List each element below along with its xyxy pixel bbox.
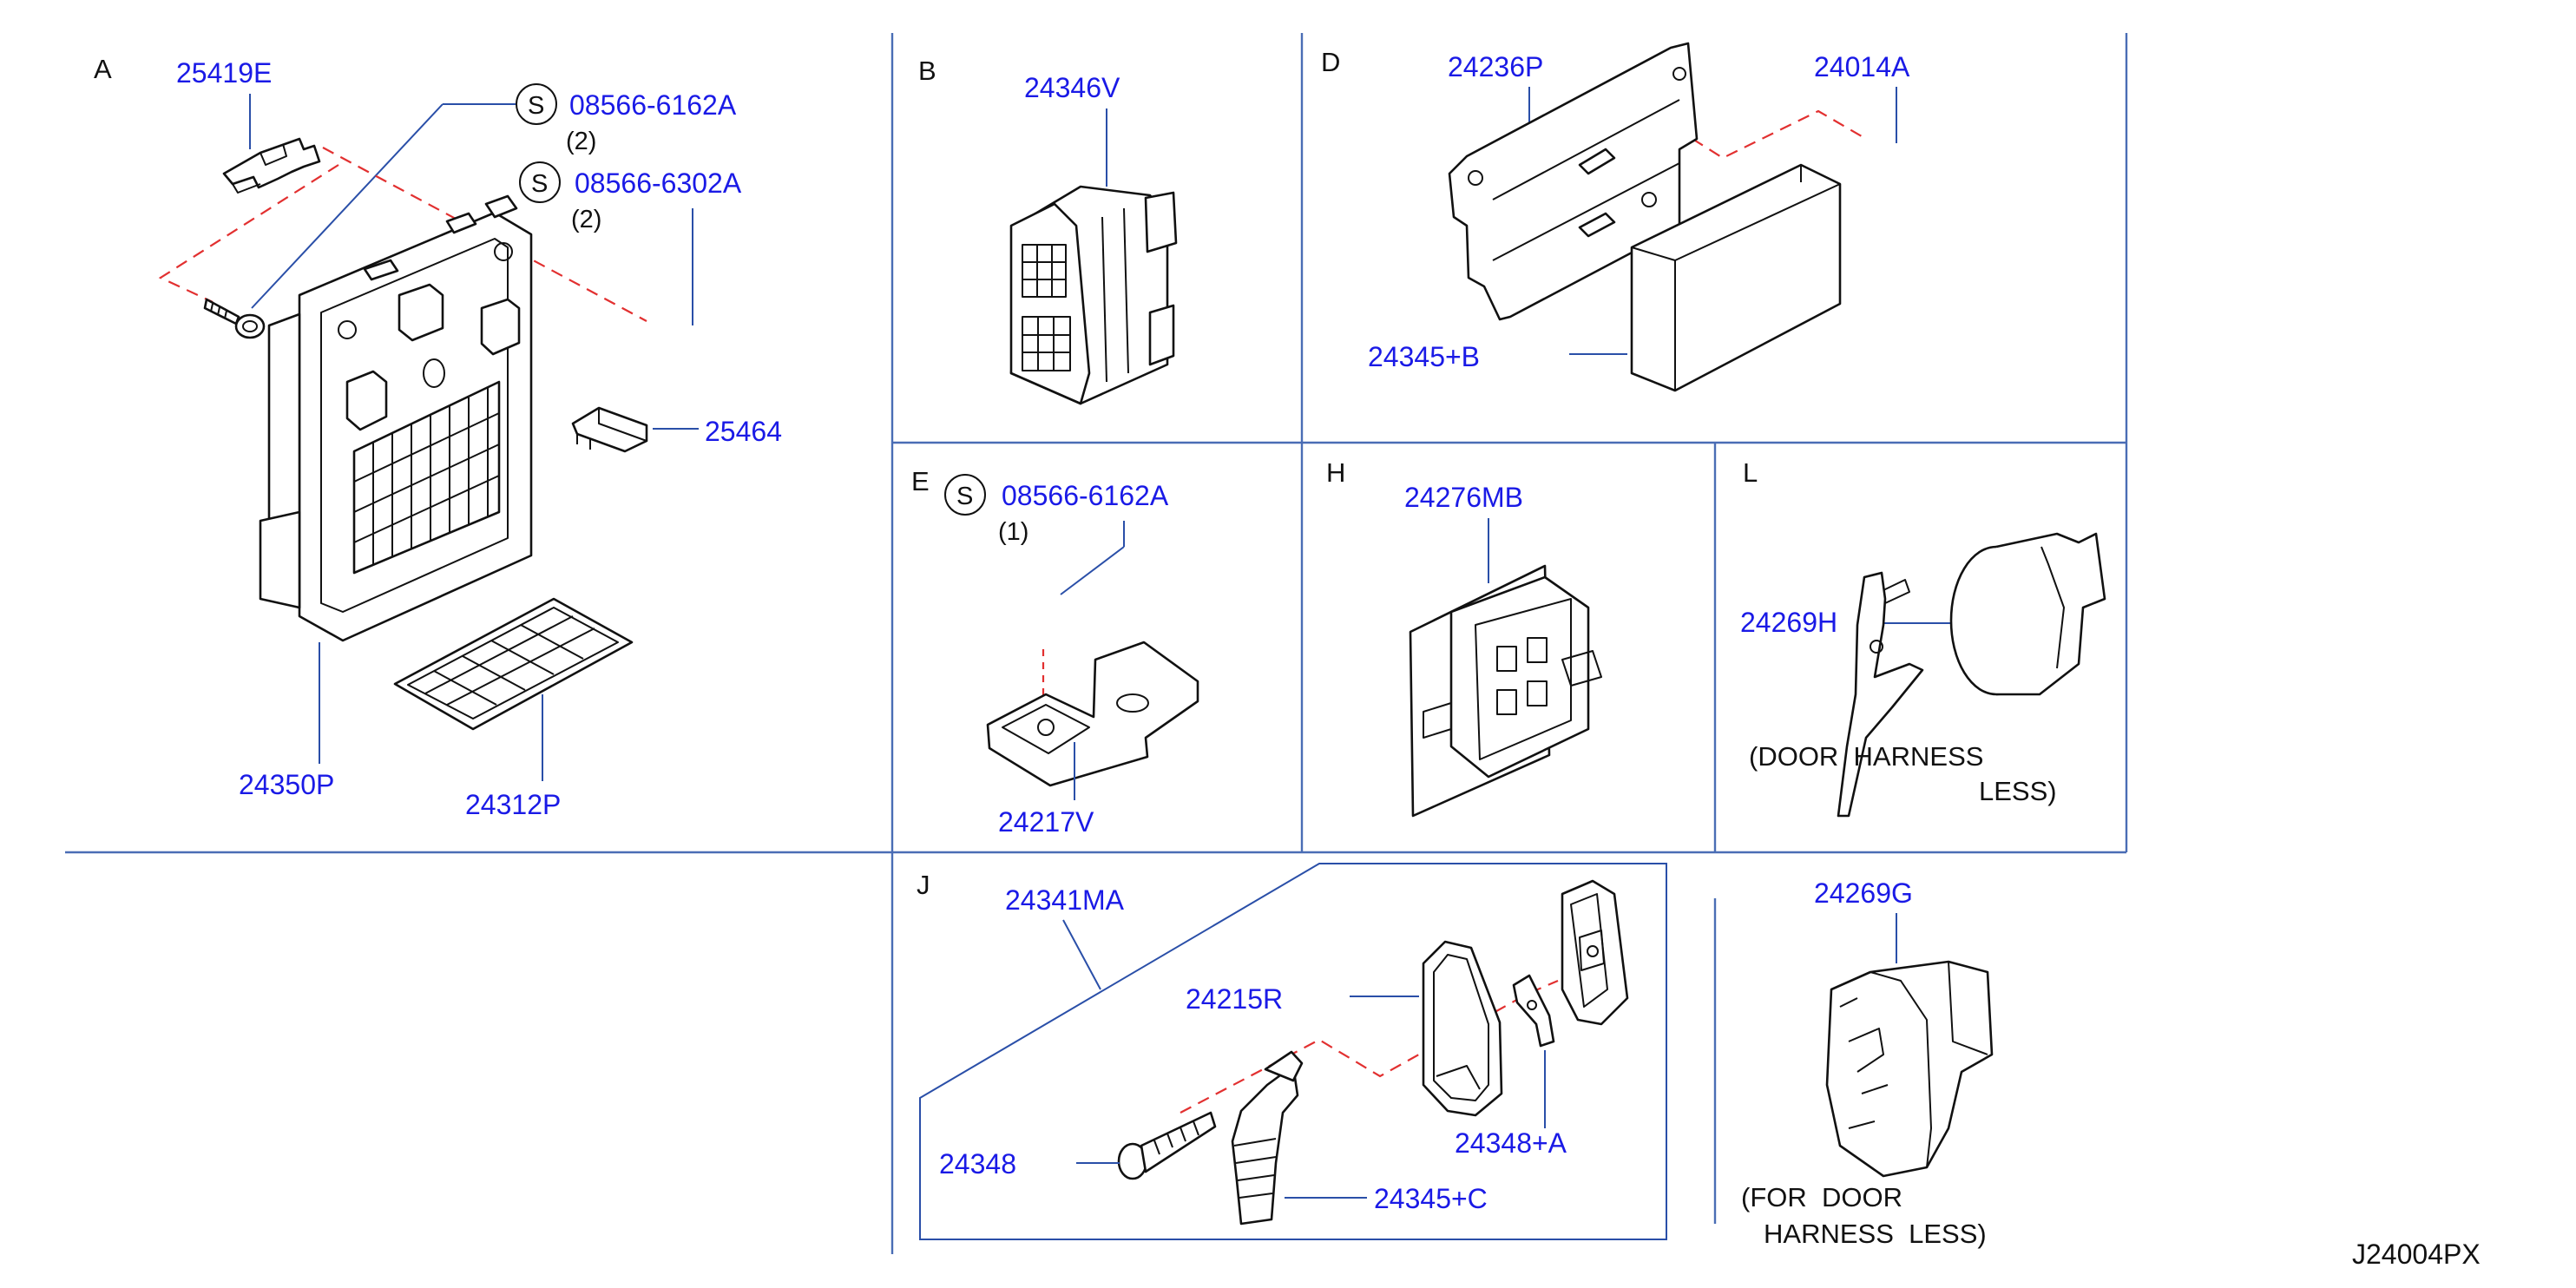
label-24269h[interactable]: 24269H [1740, 607, 1837, 638]
label-24236p[interactable]: 24236P [1448, 51, 1543, 82]
section-dividers [65, 33, 2128, 1254]
note-door-harness-less-l2: LESS) [1979, 776, 2057, 806]
label-24345c[interactable]: 24345+C [1374, 1183, 1488, 1214]
note-for-door-harness-less-l2: HARNESS LESS) [1764, 1219, 1987, 1249]
bracket-25419e-drawing [222, 137, 321, 194]
section-a: 25419E S 08566-6162A (2) S 08566-6302A (… [158, 57, 782, 820]
section-letter-b: B [918, 56, 936, 86]
diagram-code: J24004PX [2352, 1239, 2481, 1270]
screw-marker-letter: S [528, 92, 544, 120]
kit-outline [919, 863, 1667, 1240]
clip-24217v-drawing [986, 641, 1199, 787]
label-25464[interactable]: 25464 [705, 416, 782, 447]
section-letter-j: J [917, 870, 930, 900]
section-letter-e: E [911, 466, 930, 496]
label-24217v[interactable]: 24217V [998, 806, 1094, 838]
junction-box-24350p-drawing [259, 194, 533, 642]
section-letter-l: L [1743, 457, 1758, 488]
label-24341ma[interactable]: 24341MA [1005, 884, 1125, 916]
label-24312p[interactable]: 24312P [465, 789, 561, 820]
label-08566-6162a[interactable]: 08566-6162A [569, 89, 737, 121]
bolt-24348-drawing [1117, 1111, 1217, 1180]
label-24346v[interactable]: 24346V [1024, 72, 1120, 103]
label-24345b[interactable]: 24345+B [1368, 341, 1480, 372]
grommet-24269g-group: 24269G (FOR DOOR HARNESS LESS) [1741, 877, 1994, 1249]
screw-marker-letter: S [531, 170, 548, 198]
label-24348a[interactable]: 24348+A [1455, 1127, 1567, 1159]
screw-drawing [203, 298, 266, 339]
fuse-25464-drawing [571, 406, 648, 453]
grommet-24269g-drawing [1825, 960, 1994, 1178]
section-letter-d: D [1321, 47, 1340, 77]
section-j: 24341MA 24348 24345+C 24215R [919, 863, 1667, 1240]
label-24276mb[interactable]: 24276MB [1404, 482, 1523, 513]
qty-08566-6162a: (2) [566, 128, 596, 155]
label-08566-6162a-e[interactable]: 08566-6162A [1002, 480, 1169, 511]
connector-24346v-drawing [1009, 185, 1178, 405]
screw-marker-icon [519, 161, 561, 203]
label-24215r[interactable]: 24215R [1186, 983, 1283, 1015]
grommet-24269h-drawing [1949, 532, 2106, 696]
screw-marker-icon [516, 83, 557, 125]
label-08566-6302a[interactable]: 08566-6302A [575, 168, 742, 199]
section-e: S 08566-6162A (1) 24217V [944, 474, 1199, 838]
plate-24348a-drawing [1512, 974, 1555, 1048]
screw-marker-icon [944, 474, 986, 516]
connector-j-drawing [1561, 879, 1629, 1026]
connector-24276mb-drawing [1409, 564, 1602, 818]
module-24345b-drawing [1630, 163, 1842, 392]
fuse-cover-24312p-drawing [393, 597, 634, 731]
section-h: 24276MB [1404, 482, 1602, 818]
qty-08566-6162a-e: (1) [998, 518, 1028, 546]
section-b: 24346V [1009, 72, 1178, 405]
section-l: 24269H (DOOR HARNESS LESS) [1740, 532, 2106, 818]
section-letter-a: A [94, 54, 112, 84]
qty-08566-6302a: (2) [571, 206, 601, 233]
label-24014a[interactable]: 24014A [1814, 51, 1910, 82]
bracket-24215r-drawing [1422, 940, 1503, 1117]
section-letter-h: H [1326, 457, 1345, 488]
label-24350p[interactable]: 24350P [239, 769, 334, 800]
grommet-24345c-drawing [1231, 1050, 1304, 1226]
section-d: 24236P 24014A 24345+B [1368, 42, 1910, 392]
bracket-24269h-drawing [1837, 571, 1924, 818]
note-for-door-harness-less-l1: (FOR DOOR [1741, 1182, 1902, 1212]
note-door-harness-less-l1: (DOOR HARNESS [1749, 741, 1983, 772]
label-25419e[interactable]: 25419E [176, 57, 272, 89]
screw-marker-letter: S [956, 483, 973, 510]
label-24348[interactable]: 24348 [939, 1148, 1016, 1180]
label-24269g[interactable]: 24269G [1814, 877, 1913, 909]
